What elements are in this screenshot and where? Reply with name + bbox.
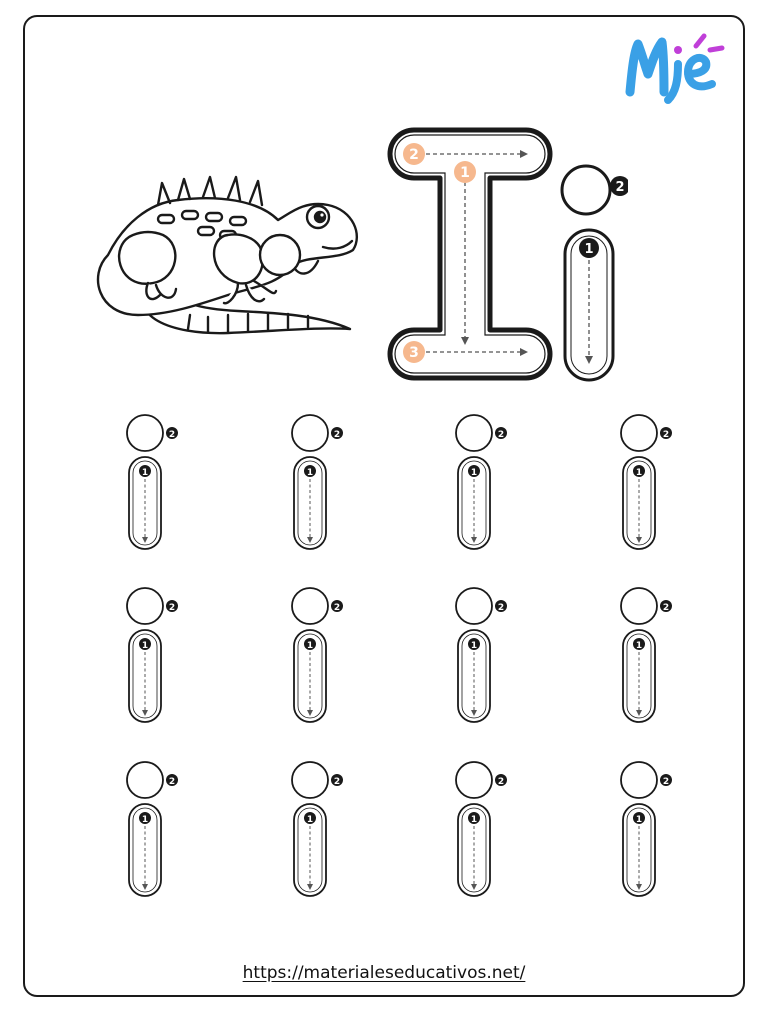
practice-dot-step: 2 (169, 430, 175, 440)
svg-text:2: 2 (615, 180, 624, 195)
practice-dot-circle (126, 587, 164, 625)
practice-stem-step: 1 (471, 468, 477, 478)
practice-dot-circle (455, 414, 493, 452)
practice-letter-i[interactable]: 21 (450, 586, 530, 726)
practice-letter-i[interactable]: 21 (615, 586, 695, 726)
practice-dot-step: 2 (334, 430, 340, 440)
footer-url-link[interactable]: https://materialeseducativos.net/ (242, 963, 526, 983)
practice-dot-circle (620, 587, 658, 625)
practice-letter-i[interactable]: 21 (615, 413, 695, 553)
practice-dot-step: 2 (498, 777, 504, 787)
practice-dot-step: 2 (663, 777, 669, 787)
practice-stem-step: 1 (142, 641, 148, 651)
practice-stem-step: 1 (142, 815, 148, 825)
letter-model: 1 2 3 2 1 (387, 127, 628, 382)
practice-dot-circle (291, 414, 329, 452)
practice-stem-step: 1 (142, 468, 148, 478)
practice-dot-step: 2 (334, 777, 340, 787)
practice-dot-circle (126, 761, 164, 799)
practice-stem-step: 1 (636, 815, 642, 825)
svg-text:1: 1 (584, 242, 593, 257)
svg-text:2: 2 (409, 147, 419, 163)
iguana-icon (96, 175, 358, 335)
materiales-educativos-logo-icon (625, 33, 725, 104)
practice-dot-step: 2 (169, 603, 175, 613)
practice-dot-circle (455, 587, 493, 625)
practice-dot-step: 2 (334, 603, 340, 613)
practice-letter-i[interactable]: 21 (121, 413, 201, 553)
practice-stem-step: 1 (307, 815, 313, 825)
practice-stem-step: 1 (307, 641, 313, 651)
practice-dot-circle (126, 414, 164, 452)
practice-stem-step: 1 (471, 815, 477, 825)
practice-dot-circle (291, 587, 329, 625)
uppercase-step-1: 1 (454, 161, 476, 183)
practice-dot-step: 2 (663, 430, 669, 440)
practice-dot-circle (620, 414, 658, 452)
practice-dot-circle (620, 761, 658, 799)
practice-letter-i[interactable]: 21 (286, 413, 366, 553)
practice-stem-step: 1 (471, 641, 477, 651)
practice-dot-step: 2 (663, 603, 669, 613)
practice-letter-i[interactable]: 21 (121, 760, 201, 900)
practice-letter-i[interactable]: 21 (286, 760, 366, 900)
practice-letter-i[interactable]: 21 (615, 760, 695, 900)
practice-dot-circle (291, 761, 329, 799)
practice-dot-step: 2 (498, 603, 504, 613)
practice-letter-i[interactable]: 21 (450, 413, 530, 553)
uppercase-i-outline (387, 127, 553, 381)
practice-letter-i[interactable]: 21 (121, 586, 201, 726)
page-border (23, 15, 745, 997)
practice-stem-step: 1 (307, 468, 313, 478)
practice-dot-step: 2 (169, 777, 175, 787)
uppercase-step-2: 2 (403, 143, 425, 165)
practice-stem-step: 1 (636, 468, 642, 478)
practice-letter-i[interactable]: 21 (450, 760, 530, 900)
practice-stem-step: 1 (636, 641, 642, 651)
practice-dot-circle (455, 761, 493, 799)
uppercase-step-3: 3 (403, 341, 425, 363)
svg-text:1: 1 (460, 165, 470, 181)
practice-letter-i[interactable]: 21 (286, 586, 366, 726)
practice-dot-step: 2 (498, 430, 504, 440)
lowercase-i-model: 2 1 (560, 164, 628, 382)
svg-text:3: 3 (409, 345, 419, 361)
